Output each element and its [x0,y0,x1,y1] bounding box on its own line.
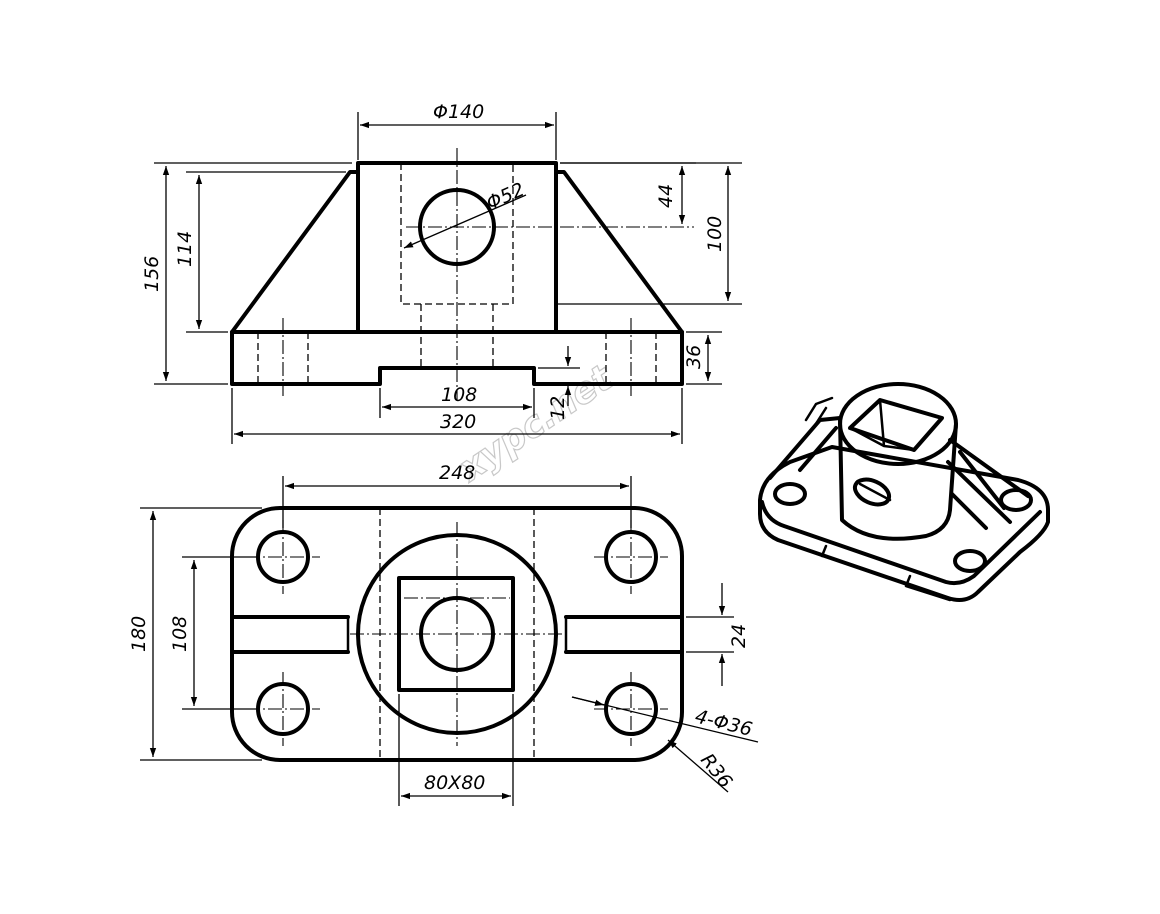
front-hidden-square-hole [400,163,514,305]
front-view-dimensions: Φ140 Φ52 44 100 36 156 114 12 108 [141,101,742,444]
iso-right-rib [946,438,1030,530]
isometric-view [758,382,1050,602]
dim-hole-center-height: 44 [655,184,677,208]
iso-base-groove [820,544,952,602]
front-view [230,148,694,400]
front-hub-outline [356,161,558,334]
dim-overall-length: 320 [440,411,476,433]
iso-left-rib [768,416,842,480]
front-right-rib [554,170,684,334]
iso-side-hole [852,477,892,507]
iso-bolt-hole [773,482,807,506]
top-center-lines [246,520,668,746]
dim-rib-height: 114 [174,231,196,267]
dim-bore-diameter: Φ140 [433,101,484,123]
iso-bolt-hole [953,549,987,573]
front-center-lines [282,148,694,400]
iso-bolt-hole [999,488,1033,512]
dim-base-thickness: 36 [683,345,705,369]
iso-base-top-edge [760,500,1042,586]
dim-bolt-holes: 4-Φ36 [693,706,755,741]
dim-overall-width: 180 [128,616,150,652]
top-view-dimensions: 248 180 108 24 4-Φ36 R36 80X80 [128,462,759,806]
top-left-rib [230,615,350,654]
iso-hub-cylinder [838,416,958,541]
dim-hole-diameter: Φ52 [483,179,528,215]
top-view [230,506,684,762]
dim-corner-radius: R36 [696,750,736,793]
iso-square-hole-depth [852,398,916,452]
front-left-rib [230,170,360,334]
top-right-rib [564,615,684,654]
iso-square-hole [848,398,944,452]
dim-bolt-spacing-x: 248 [439,462,475,484]
dim-hub-height: 100 [704,216,726,252]
front-hidden-bolt-holes [257,332,657,384]
dim-groove-depth: 12 [547,396,569,420]
dim-groove-width: 108 [441,384,477,406]
top-base-outline [230,506,684,762]
dim-overall-height: 156 [141,256,163,292]
dim-square-hole: 80X80 [424,772,485,794]
front-base-outline [230,330,684,386]
dim-bolt-spacing-y: 108 [169,616,191,652]
dim-rib-width: 24 [728,624,750,648]
iso-hub-top [838,382,958,466]
iso-base-plate [758,445,1050,602]
